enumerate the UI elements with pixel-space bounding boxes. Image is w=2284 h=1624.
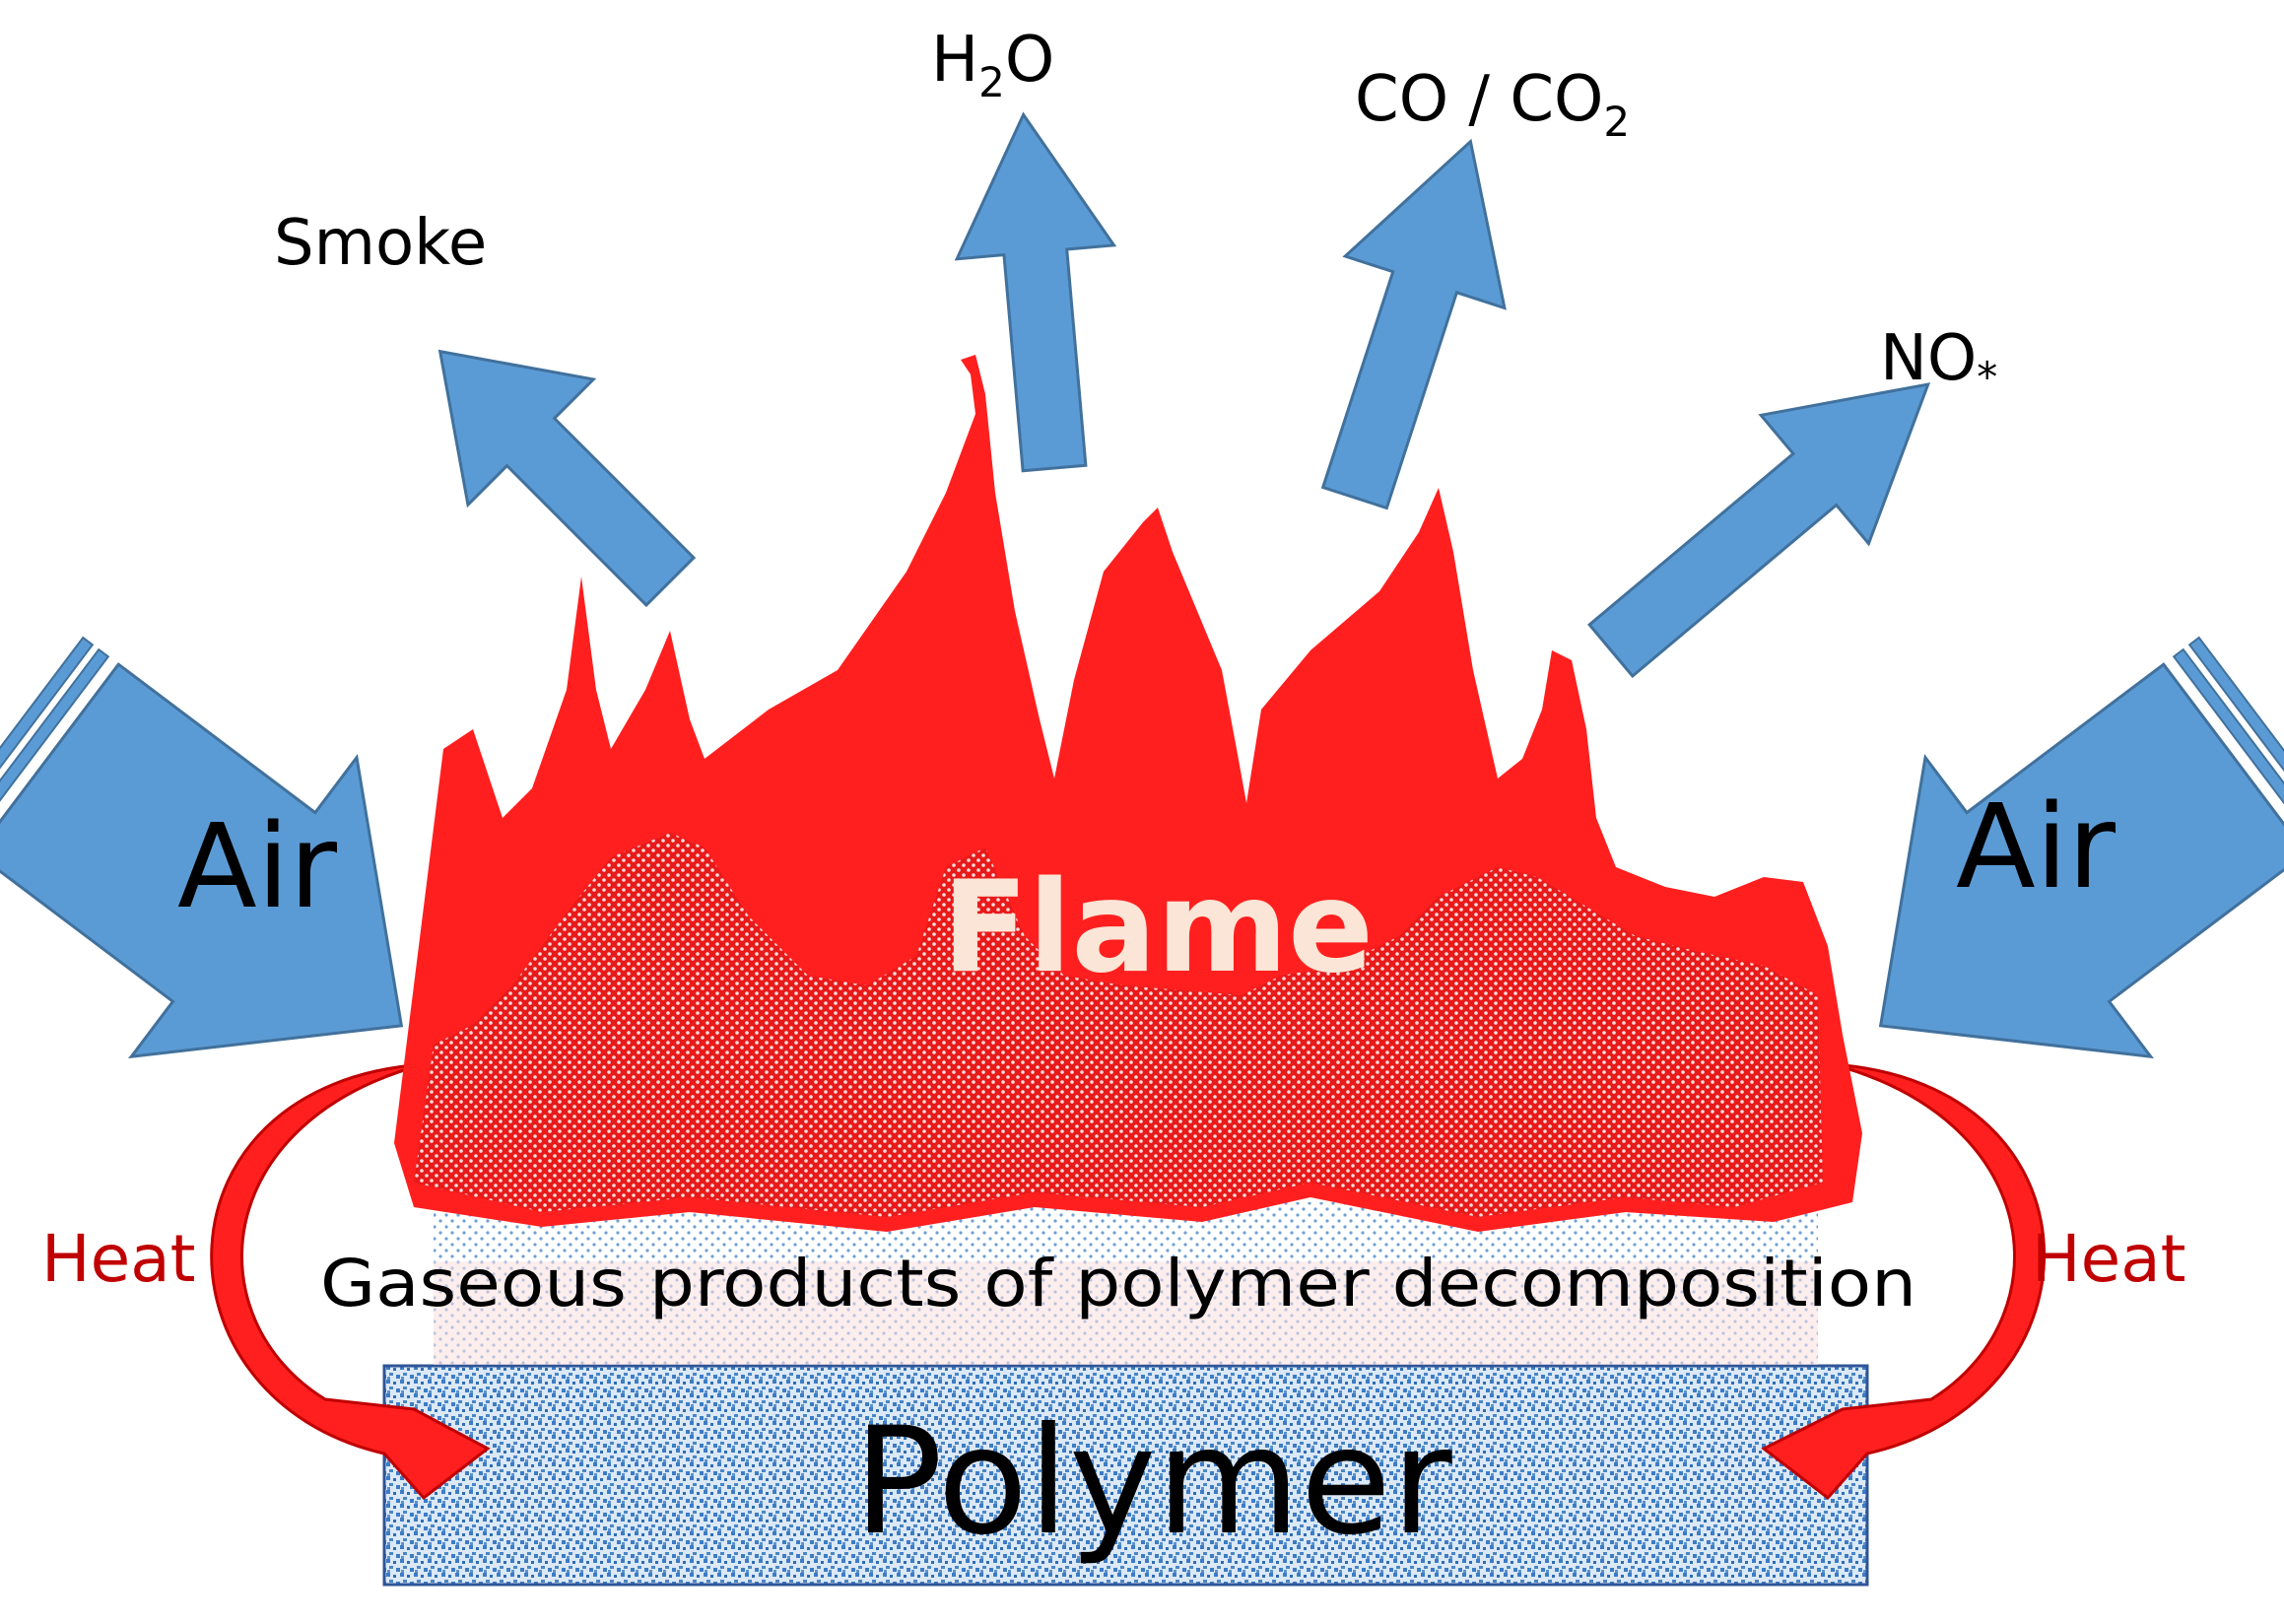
nox-label-main: NO bbox=[1880, 322, 1977, 395]
air-left-label: Air bbox=[177, 798, 338, 934]
flame bbox=[394, 355, 1862, 1232]
water-label-main: H bbox=[931, 24, 978, 97]
heat-right-arrow bbox=[1761, 1062, 2046, 1501]
air-right-arrow bbox=[1878, 636, 2284, 1059]
gaseous-label: Gaseous products of polymer decompositio… bbox=[320, 1246, 1916, 1321]
heat-right-label: Heat bbox=[2032, 1221, 2186, 1297]
carbon-label-sub: 2 bbox=[1603, 98, 1630, 146]
air-right-label: Air bbox=[1956, 778, 2116, 914]
nox-label: NO* bbox=[1880, 322, 1997, 401]
smoke-arrow bbox=[437, 349, 697, 608]
water-label-tail: O bbox=[1005, 24, 1054, 97]
water-label-sub: 2 bbox=[978, 58, 1005, 106]
carbon-label: CO / CO2 bbox=[1355, 63, 1630, 146]
nox-label-sub: * bbox=[1977, 353, 1997, 401]
smoke-label: Smoke bbox=[274, 207, 487, 280]
water-label: H2O bbox=[931, 24, 1054, 106]
heat-left-label: Heat bbox=[41, 1221, 196, 1297]
flame-label: Flame bbox=[942, 854, 1374, 1001]
heat-left-arrow bbox=[210, 1062, 491, 1501]
nox-arrow bbox=[1587, 382, 1931, 679]
air-left-arrow bbox=[0, 636, 404, 1059]
carbon-label-main: CO / CO bbox=[1355, 63, 1603, 136]
carbon-arrow bbox=[1320, 138, 1507, 510]
polymer-block bbox=[382, 1364, 1869, 1587]
polymer-label: Polymer bbox=[853, 1396, 1452, 1568]
water-arrow bbox=[954, 111, 1117, 473]
